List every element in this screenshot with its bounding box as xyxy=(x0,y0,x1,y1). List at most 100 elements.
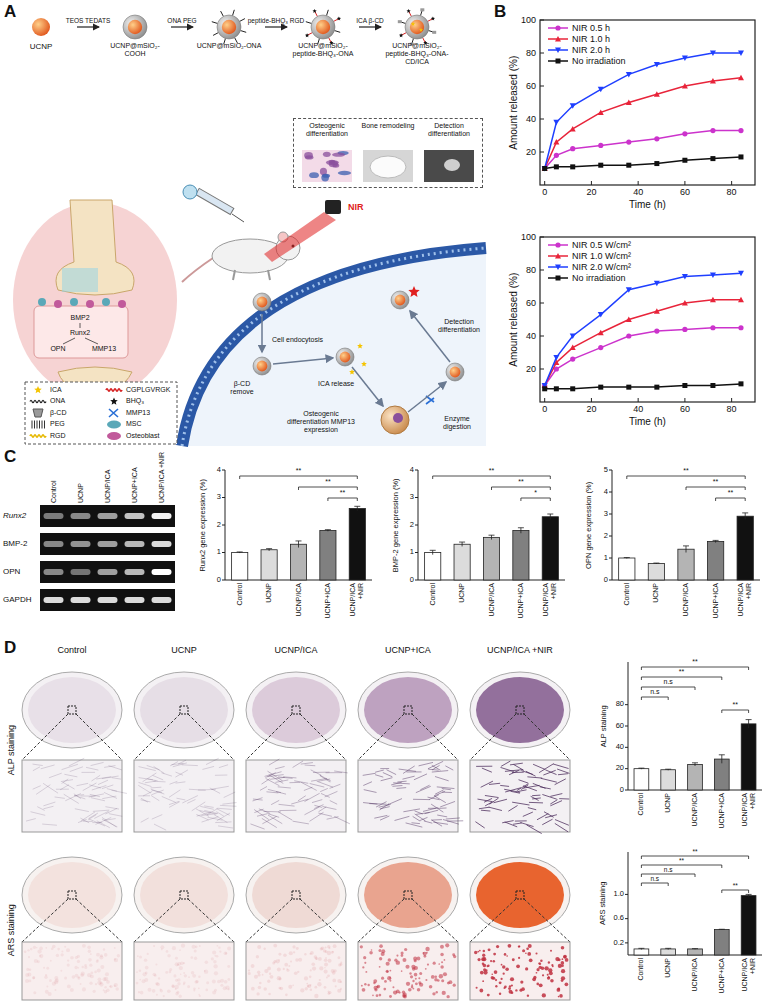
tick-label: 40 xyxy=(633,187,643,197)
mineral-dot xyxy=(332,979,336,983)
legend-box xyxy=(25,382,177,444)
mineral-dot xyxy=(558,958,561,961)
mineral-dot xyxy=(323,949,326,952)
zoom-marker xyxy=(68,706,76,714)
star-symbol xyxy=(399,33,403,37)
mineral-dot xyxy=(258,986,262,990)
cd-cap xyxy=(432,31,436,34)
mineral-dot xyxy=(436,991,438,993)
cell-streak xyxy=(550,800,557,804)
culture-dish xyxy=(358,672,458,748)
tick-mark xyxy=(591,181,592,185)
mineral-dot xyxy=(152,973,156,977)
bar xyxy=(542,517,558,580)
cell-streak xyxy=(397,781,406,783)
tick-mark xyxy=(625,768,628,769)
cell-streak xyxy=(83,783,97,791)
axis-title: ARS staining xyxy=(600,882,609,925)
data-point xyxy=(570,386,575,391)
cell-streak xyxy=(153,775,163,779)
mineral-dot xyxy=(94,971,97,974)
data-point xyxy=(626,140,631,145)
cell-streak xyxy=(411,822,419,824)
cell-streak xyxy=(475,822,484,828)
mineral-dot xyxy=(307,984,311,988)
cell-streak xyxy=(102,796,116,799)
cell-streak xyxy=(314,805,323,809)
cell-streak xyxy=(320,788,328,791)
mineral-dot xyxy=(192,974,196,978)
cell-streak xyxy=(89,819,105,826)
cell-streak xyxy=(217,808,231,809)
data-point xyxy=(626,333,631,338)
cell-streak xyxy=(500,785,509,786)
tick-label: 20 xyxy=(586,404,596,414)
mineral-dot xyxy=(154,974,157,977)
mineral-dot xyxy=(310,969,312,971)
cell-streak xyxy=(532,795,540,797)
data-point xyxy=(710,325,715,330)
mineral-dot xyxy=(504,953,507,956)
mineral-dot xyxy=(561,961,565,965)
tick-mark xyxy=(415,525,418,526)
powder-image xyxy=(363,150,413,182)
cell-streak xyxy=(413,816,421,821)
zoom-line xyxy=(22,899,122,942)
mineral-dot xyxy=(512,958,515,961)
mineral-dot xyxy=(378,949,381,952)
cell-streak xyxy=(94,811,108,818)
tick-label: 1 xyxy=(410,548,414,557)
mineral-dot xyxy=(314,994,318,998)
legend-label: NIR 0.5 W/cm² xyxy=(572,240,631,250)
data-line xyxy=(545,157,741,169)
mineral-dot xyxy=(565,982,569,986)
mineral-dot xyxy=(376,986,378,988)
mineral-dot xyxy=(494,970,498,974)
tick-label: 4 xyxy=(217,466,221,475)
detection-image xyxy=(424,150,474,182)
data-point xyxy=(598,163,603,168)
mineral-dot xyxy=(324,970,328,974)
mineral-dot xyxy=(179,995,182,998)
zoom-image xyxy=(246,942,346,1000)
cell-streak xyxy=(508,806,517,812)
mineral-dot xyxy=(175,957,178,960)
tissue-blob xyxy=(309,172,319,178)
peg-symbol xyxy=(32,421,33,429)
error-bar xyxy=(692,763,698,766)
tick-mark xyxy=(540,237,544,238)
cell-streak xyxy=(550,801,562,806)
mineral-dot xyxy=(332,971,336,975)
plot-frame xyxy=(540,237,755,402)
cell-streak xyxy=(555,779,566,785)
cell-streak xyxy=(429,795,439,800)
tick-label: 40 xyxy=(616,743,624,752)
cell-streak xyxy=(533,764,545,769)
data-point xyxy=(598,143,603,148)
mineral-dot xyxy=(502,965,505,968)
data-point xyxy=(542,166,548,172)
cell-streak xyxy=(182,796,197,803)
mineral-dot xyxy=(57,948,60,951)
mineral-dot xyxy=(88,958,92,962)
mineral-dot xyxy=(511,991,514,994)
gel-band xyxy=(152,541,172,547)
cell-streak xyxy=(413,799,430,800)
cell-streak xyxy=(392,785,402,787)
tick-label: 0 xyxy=(217,576,221,585)
error-bar xyxy=(547,514,553,520)
mineral-dot xyxy=(117,954,120,957)
edge-label: peptide-BHQ₃ RGD xyxy=(246,17,306,24)
cell-streak xyxy=(220,805,237,807)
cell-streak xyxy=(151,789,165,794)
cell-streak xyxy=(387,770,397,775)
mineral-dot xyxy=(145,966,149,970)
data-point xyxy=(554,164,559,169)
mineral-dot xyxy=(410,975,413,978)
significance-bracket xyxy=(433,476,551,479)
mineral-dot xyxy=(371,949,373,951)
mineral-dot xyxy=(367,984,369,986)
mineral-dot xyxy=(481,957,485,961)
nir-beam xyxy=(264,212,336,262)
legend-label: No irradiation xyxy=(572,56,626,66)
